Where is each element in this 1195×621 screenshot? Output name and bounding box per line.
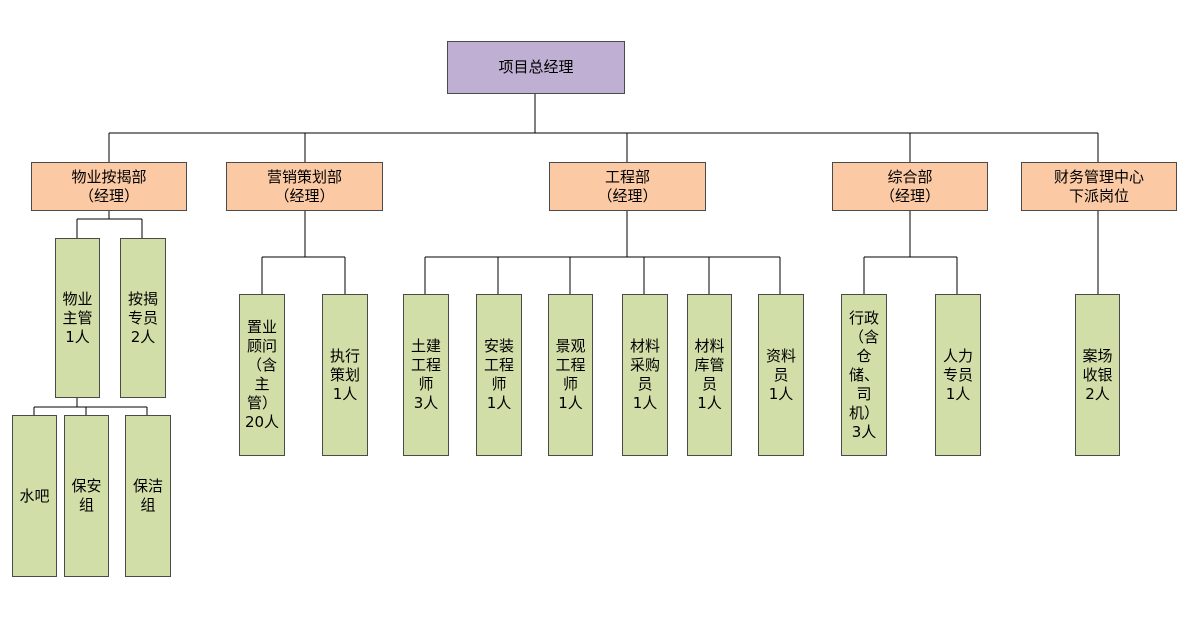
dept-marketing-planning: 营销策划部 （经理） — [226, 162, 383, 211]
dept-label: 财务管理中心 下派岗位 — [1053, 167, 1144, 205]
dept-finance-center: 财务管理中心 下派岗位 — [1021, 162, 1177, 211]
project-general-manager-label: 项目总经理 — [498, 58, 574, 76]
position-property-supervisor: 物业 主管 1人 — [55, 238, 100, 398]
position-label: 保洁 组 — [132, 477, 163, 514]
position-label: 安装 工程 师 1人 — [483, 337, 514, 412]
position-label: 景观 工程 师 1人 — [555, 337, 586, 412]
position-label: 按揭 专员 2人 — [127, 289, 158, 346]
project-general-manager-box: 项目总经理 — [447, 41, 625, 94]
dept-property-mortgage: 物业按揭部 （经理） — [31, 162, 187, 211]
dept-label: 营销策划部 （经理） — [266, 167, 342, 205]
position-label: 资料 员 1人 — [765, 346, 796, 403]
position-sales-consultant: 置业 顾问 （含 主 管） 20人 — [239, 294, 285, 456]
position-label: 材料 采购 员 1人 — [629, 337, 660, 412]
position-label: 置业 顾问 （含 主 管） 20人 — [244, 318, 280, 431]
position-installation-engineer: 安装 工程 师 1人 — [476, 294, 522, 456]
dept-label: 工程部 （经理） — [597, 167, 658, 205]
position-label: 材料 库管 员 1人 — [694, 337, 725, 412]
position-material-warehouse-keeper: 材料 库管 员 1人 — [687, 294, 732, 456]
dept-label: 综合部 （经理） — [879, 167, 940, 205]
position-civil-engineer: 土建 工程 师 3人 — [403, 294, 449, 456]
group-cleaning: 保洁 组 — [125, 415, 171, 577]
position-label: 土建 工程 师 3人 — [410, 337, 441, 412]
position-landscape-engineer: 景观 工程 师 1人 — [548, 294, 593, 456]
position-administration: 行政 （含 仓 储、 司 机） 3人 — [841, 294, 887, 456]
position-executive-planner: 执行 策划 1人 — [322, 294, 368, 456]
position-label: 行政 （含 仓 储、 司 机） 3人 — [848, 308, 879, 441]
position-label: 人力 专员 1人 — [942, 346, 973, 403]
position-label: 水吧 — [19, 486, 50, 505]
dept-general-affairs: 综合部 （经理） — [832, 162, 988, 211]
group-water-bar: 水吧 — [12, 415, 57, 577]
position-site-cashier: 案场 收银 2人 — [1075, 294, 1120, 456]
position-label: 执行 策划 1人 — [329, 346, 360, 403]
position-label: 案场 收银 2人 — [1082, 346, 1113, 403]
group-security: 保安 组 — [64, 415, 109, 577]
position-label: 物业 主管 1人 — [62, 289, 93, 346]
position-label: 保安 组 — [71, 477, 102, 514]
position-documentation-clerk: 资料 员 1人 — [758, 294, 804, 456]
dept-engineering: 工程部 （经理） — [549, 162, 706, 211]
position-material-purchaser: 材料 采购 员 1人 — [622, 294, 668, 456]
position-hr-specialist: 人力 专员 1人 — [935, 294, 981, 456]
dept-label: 物业按揭部 （经理） — [71, 167, 147, 205]
position-mortgage-specialist: 按揭 专员 2人 — [120, 238, 166, 398]
